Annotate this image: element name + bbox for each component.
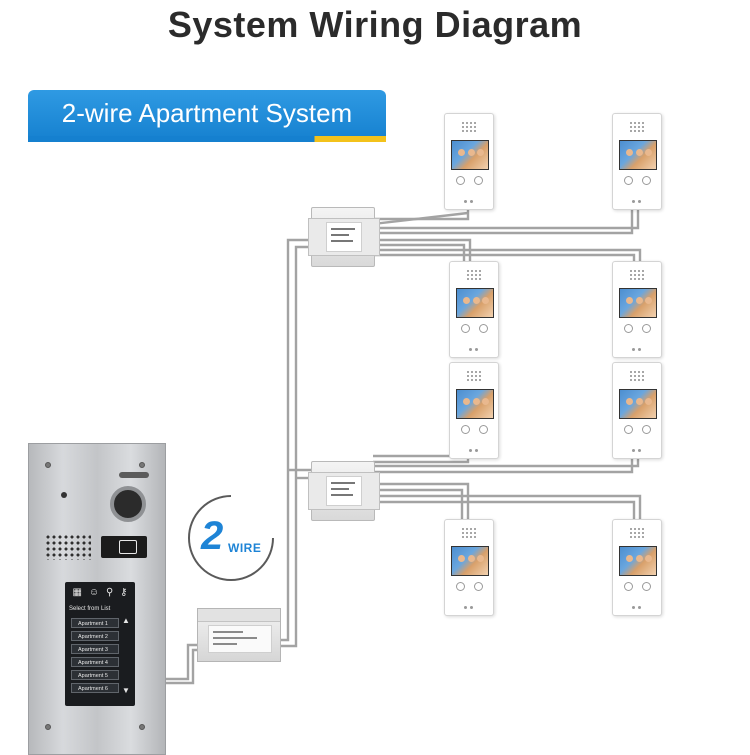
panel-icons: ▦ ☺ ⚲ ⚷ bbox=[69, 586, 131, 598]
monitor-button bbox=[456, 582, 465, 591]
wire-distributor-lower bbox=[308, 461, 380, 521]
key-icon: ⚷ bbox=[120, 586, 128, 598]
keypad-icon: ▦ bbox=[72, 586, 82, 598]
page-title: System Wiring Diagram bbox=[167, 4, 583, 45]
indoor-monitor-5 bbox=[449, 362, 499, 459]
wire-d2-m7-a bbox=[373, 482, 470, 521]
scroll-down-icon[interactable]: ▼ bbox=[122, 686, 130, 695]
panel-header: Select from List bbox=[69, 606, 111, 612]
monitor-button bbox=[456, 176, 465, 185]
wire-d2-m8-a bbox=[373, 494, 642, 521]
wire-d2-m8-b bbox=[373, 500, 636, 521]
power-supply bbox=[197, 608, 281, 662]
apartment-panel: ▦ ☺ ⚲ ⚷ Select from List Apartment 1 Apa… bbox=[65, 582, 135, 706]
wire-d2-m7-b bbox=[373, 488, 464, 521]
wire-d1-m1-a bbox=[373, 208, 470, 221]
monitor-button bbox=[474, 176, 483, 185]
wire-d2-m6-b bbox=[373, 456, 634, 474]
speaker-grille bbox=[466, 370, 482, 382]
speaker-grille bbox=[629, 269, 645, 281]
monitor-button bbox=[642, 582, 651, 591]
search-icon: ⚲ bbox=[105, 586, 114, 598]
speaker-grille bbox=[45, 534, 91, 560]
logo-text: WIRE bbox=[228, 541, 262, 555]
outdoor-door-station: ▦ ☺ ⚲ ⚷ Select from List Apartment 1 Apa… bbox=[28, 443, 166, 755]
wire-d1-m1-b bbox=[372, 211, 469, 226]
monitor-screen bbox=[619, 140, 657, 170]
banner-stripe bbox=[28, 136, 386, 142]
indoor-monitor-7 bbox=[444, 519, 494, 616]
wire-d1-m3-a bbox=[373, 238, 472, 263]
monitor-button bbox=[461, 425, 470, 434]
wire-door-psu-b bbox=[164, 648, 197, 685]
monitor-button bbox=[642, 324, 651, 333]
wire-d1-m3-b bbox=[373, 243, 466, 263]
monitor-button bbox=[624, 582, 633, 591]
indoor-monitor-4 bbox=[612, 261, 662, 358]
speaker-grille bbox=[466, 269, 482, 281]
rfid-reader bbox=[101, 536, 147, 558]
wire-d2-m6-a bbox=[373, 456, 640, 468]
monitor-button bbox=[642, 176, 651, 185]
speaker-grille bbox=[629, 527, 645, 539]
apartment-button[interactable]: Apartment 3 bbox=[71, 644, 119, 654]
monitor-button bbox=[624, 425, 633, 434]
card-icon bbox=[119, 540, 137, 554]
camera-icon bbox=[110, 486, 146, 522]
monitor-button bbox=[624, 324, 633, 333]
banner-text: 2-wire Apartment System bbox=[61, 98, 353, 128]
apartment-button[interactable]: Apartment 5 bbox=[71, 670, 119, 680]
monitor-screen bbox=[619, 389, 657, 419]
wire-trunk-a bbox=[279, 238, 311, 642]
monitor-button bbox=[479, 324, 488, 333]
monitor-screen bbox=[619, 288, 657, 318]
wire-trunk-b bbox=[279, 245, 311, 648]
apartment-button[interactable]: Apartment 2 bbox=[71, 631, 119, 641]
apartment-button[interactable]: Apartment 1 bbox=[71, 618, 119, 628]
scroll-up-icon[interactable]: ▲ bbox=[122, 616, 130, 625]
monitor-button bbox=[479, 425, 488, 434]
monitor-screen bbox=[451, 140, 489, 170]
ir-led-strip bbox=[119, 472, 149, 478]
microphone-icon bbox=[61, 492, 67, 498]
speaker-grille bbox=[461, 121, 477, 133]
monitor-screen bbox=[456, 288, 494, 318]
monitor-button bbox=[461, 324, 470, 333]
wire-d1-m2-b bbox=[373, 208, 634, 235]
indoor-monitor-3 bbox=[449, 261, 499, 358]
apartment-button[interactable]: Apartment 4 bbox=[71, 657, 119, 667]
indoor-monitor-2 bbox=[612, 113, 662, 210]
wire-distributor-upper bbox=[308, 207, 380, 267]
monitor-button bbox=[474, 582, 483, 591]
monitor-screen bbox=[451, 546, 489, 576]
speaker-grille bbox=[629, 370, 645, 382]
apartment-button[interactable]: Apartment 6 bbox=[71, 683, 119, 693]
wire-door-psu-a bbox=[164, 643, 197, 681]
indoor-monitor-1 bbox=[444, 113, 494, 210]
indoor-monitor-6 bbox=[612, 362, 662, 459]
wire-d1-m4-b bbox=[373, 253, 636, 263]
speaker-grille bbox=[629, 121, 645, 133]
wire-d1-m4-a bbox=[373, 248, 642, 263]
system-banner: 2-wire Apartment System bbox=[28, 90, 386, 142]
monitor-button bbox=[642, 425, 651, 434]
monitor-button bbox=[624, 176, 633, 185]
speaker-grille bbox=[461, 527, 477, 539]
monitor-screen bbox=[619, 546, 657, 576]
monitor-screen bbox=[456, 389, 494, 419]
person-icon: ☺ bbox=[88, 586, 100, 598]
logo-number: 2 bbox=[201, 514, 224, 558]
wire-d1-m2-a bbox=[373, 208, 640, 230]
indoor-monitor-8 bbox=[612, 519, 662, 616]
two-wire-logo-icon bbox=[188, 495, 274, 581]
